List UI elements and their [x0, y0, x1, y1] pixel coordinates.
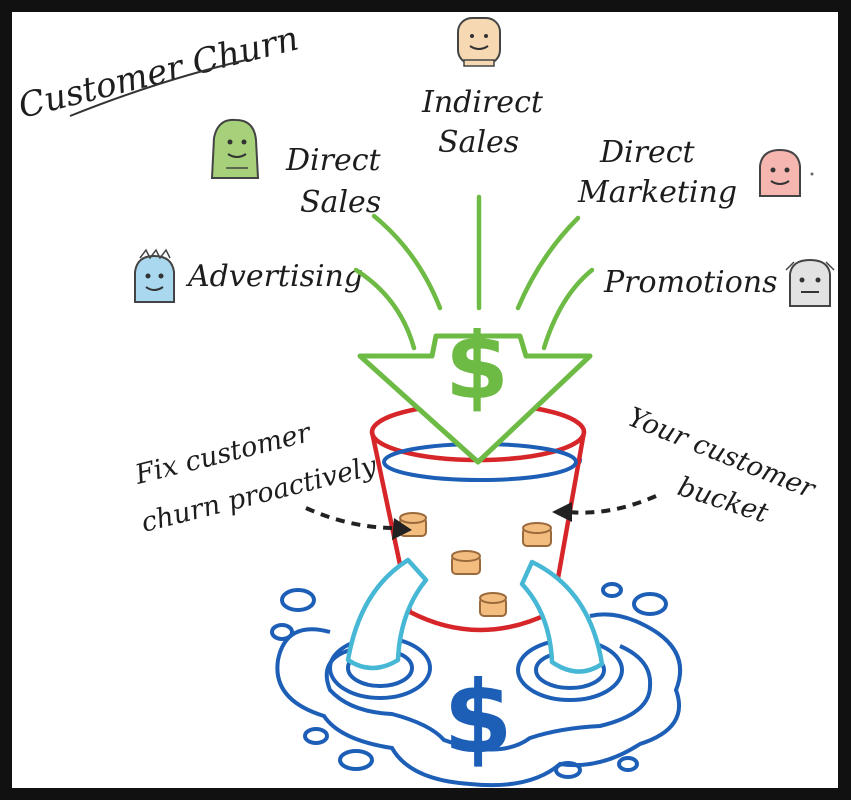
channel-label-advertising: Advertising	[185, 259, 363, 294]
channel-label-direct-sales: Direct Sales	[285, 143, 382, 220]
channel-label-direct-marketing: Direct Marketing	[577, 135, 737, 210]
person-icon-direct-sales	[210, 118, 260, 179]
droplet-7	[554, 761, 582, 779]
person-icon-direct-marketing	[759, 148, 814, 197]
inflow-line-promotions	[541, 267, 595, 351]
droplet-6	[338, 749, 374, 771]
annotation-fix-arrowhead	[392, 518, 412, 540]
coin-4	[479, 592, 507, 617]
puddle-inner	[324, 644, 653, 752]
title-underline	[69, 59, 247, 117]
inflow-arrow	[357, 333, 593, 465]
puddle-outer	[275, 612, 683, 788]
channel-direct-marketing-line1: Direct	[599, 135, 696, 170]
inflow-line-advertising	[353, 267, 417, 351]
person-icon-promotions	[785, 258, 835, 307]
inflow-line-direct-marketing	[515, 215, 581, 311]
droplet-5	[303, 727, 329, 745]
person-icon-advertising	[134, 248, 175, 303]
coin-3	[451, 550, 481, 575]
annotation-bucket-arrowhead	[552, 502, 572, 522]
droplet-3	[632, 592, 668, 616]
annotation-fix-arrow	[305, 506, 397, 530]
channel-direct-sales-line1: Direct	[285, 143, 382, 178]
droplet-1	[280, 588, 316, 612]
channel-indirect-line1: Indirect	[421, 85, 544, 120]
channel-label-promotions: Promotions	[603, 265, 778, 300]
leak-stream-left	[345, 557, 429, 671]
annotation-bucket-arrow	[567, 494, 657, 515]
leak-puddle	[270, 582, 683, 788]
channel-direct-sales-line2: Sales	[300, 185, 381, 220]
inflow-line-direct-sales	[371, 213, 443, 311]
droplet-2	[270, 623, 294, 641]
droplet-8	[617, 756, 639, 772]
top-dollar-sign: $	[445, 313, 509, 420]
channel-indirect-line2: Sales	[438, 125, 519, 160]
person-icon-indirect	[457, 17, 501, 67]
coin-2	[522, 522, 552, 547]
inflow-lines	[353, 194, 595, 351]
channel-label-indirect: Indirect Sales	[421, 85, 544, 160]
channel-direct-marketing-line2: Marketing	[577, 175, 737, 210]
leak-stream-right	[519, 559, 605, 674]
leak-streams	[345, 557, 605, 674]
bottom-dollar-sign: $	[443, 659, 513, 776]
droplet-4	[601, 582, 623, 598]
